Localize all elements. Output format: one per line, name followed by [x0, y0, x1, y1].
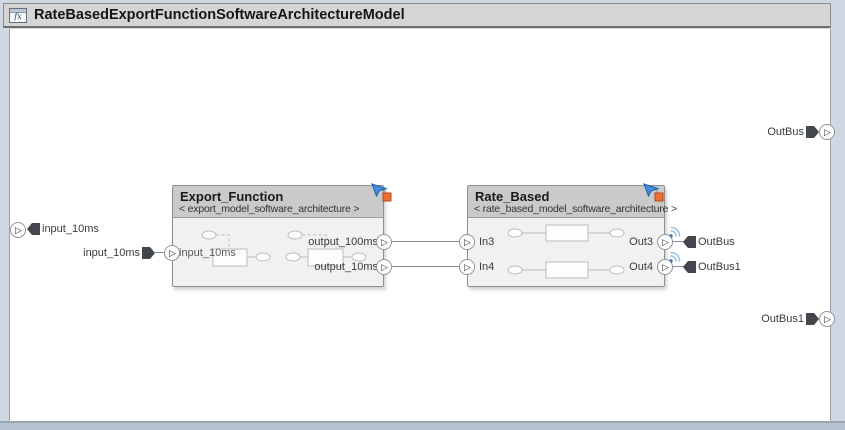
- wire[interactable]: [155, 252, 164, 253]
- block-content-preview: [201, 230, 367, 267]
- boundary-output-port[interactable]: [819, 311, 835, 327]
- boundary-output-label: OutBus1: [761, 313, 804, 325]
- signal-wire[interactable]: [392, 241, 459, 242]
- boundary-input-label: input_10ms: [42, 223, 99, 235]
- outbus1-goto-tag-icon[interactable]: [806, 313, 819, 325]
- rate-based-output-port[interactable]: [657, 234, 673, 250]
- export-function-output-port[interactable]: [376, 234, 392, 250]
- export-function-output-port[interactable]: [376, 259, 392, 275]
- wireless-tag-label: OutBus: [698, 236, 735, 248]
- block-header: Rate_Based < rate_based_model_software_a…: [468, 186, 677, 218]
- port-label: output_10ms: [314, 261, 378, 273]
- input-goto-tag-icon[interactable]: [142, 247, 155, 259]
- export-function-badge-icon[interactable]: [370, 182, 396, 204]
- block-subtitle: < export_model_software_architecture >: [179, 203, 360, 215]
- fx-glyph-icon: [10, 12, 26, 22]
- boundary-output-label: OutBus: [767, 126, 804, 138]
- wire[interactable]: [673, 266, 684, 267]
- rate-based-input-port[interactable]: [459, 234, 475, 250]
- outbus1-goto-tag-icon[interactable]: [683, 261, 696, 273]
- port-label: input_10ms: [179, 247, 236, 259]
- window-bottom-edge: [0, 421, 845, 430]
- model-title: RateBasedExportFunctionSoftwareArchitect…: [34, 7, 405, 23]
- port-label: Out3: [629, 236, 653, 248]
- boundary-output-port[interactable]: [819, 124, 835, 140]
- outbus-goto-tag-icon[interactable]: [806, 126, 819, 138]
- block-title: Rate_Based: [475, 189, 550, 204]
- outbus-goto-tag-icon[interactable]: [683, 236, 696, 248]
- wireless-tag-label: OutBus1: [698, 261, 741, 273]
- block-subtitle: < rate_based_model_software_architecture…: [474, 203, 677, 215]
- port-label: Out4: [629, 261, 653, 273]
- block-title: Export_Function: [180, 189, 284, 204]
- signal-wire[interactable]: [392, 266, 459, 267]
- model-window-icon: [9, 7, 27, 23]
- port-label: output_100ms: [308, 236, 378, 248]
- rate-based-badge-icon[interactable]: [642, 182, 668, 204]
- wire[interactable]: [673, 241, 684, 242]
- rate-based-output-port[interactable]: [657, 259, 673, 275]
- rate-based-input-port[interactable]: [459, 259, 475, 275]
- model-canvas[interactable]: [9, 29, 831, 421]
- block-content-preview: [507, 224, 625, 279]
- input-from-tag-icon[interactable]: [27, 223, 40, 235]
- export-function-input-port[interactable]: [164, 245, 180, 261]
- block-header: Export_Function < export_model_software_…: [173, 186, 383, 218]
- model-title-bar: RateBasedExportFunctionSoftwareArchitect…: [3, 3, 831, 28]
- boundary-input-port[interactable]: [10, 222, 26, 238]
- external-input-tag-label: input_10ms: [83, 247, 140, 259]
- port-label: In3: [479, 236, 495, 248]
- port-label: In4: [479, 261, 495, 273]
